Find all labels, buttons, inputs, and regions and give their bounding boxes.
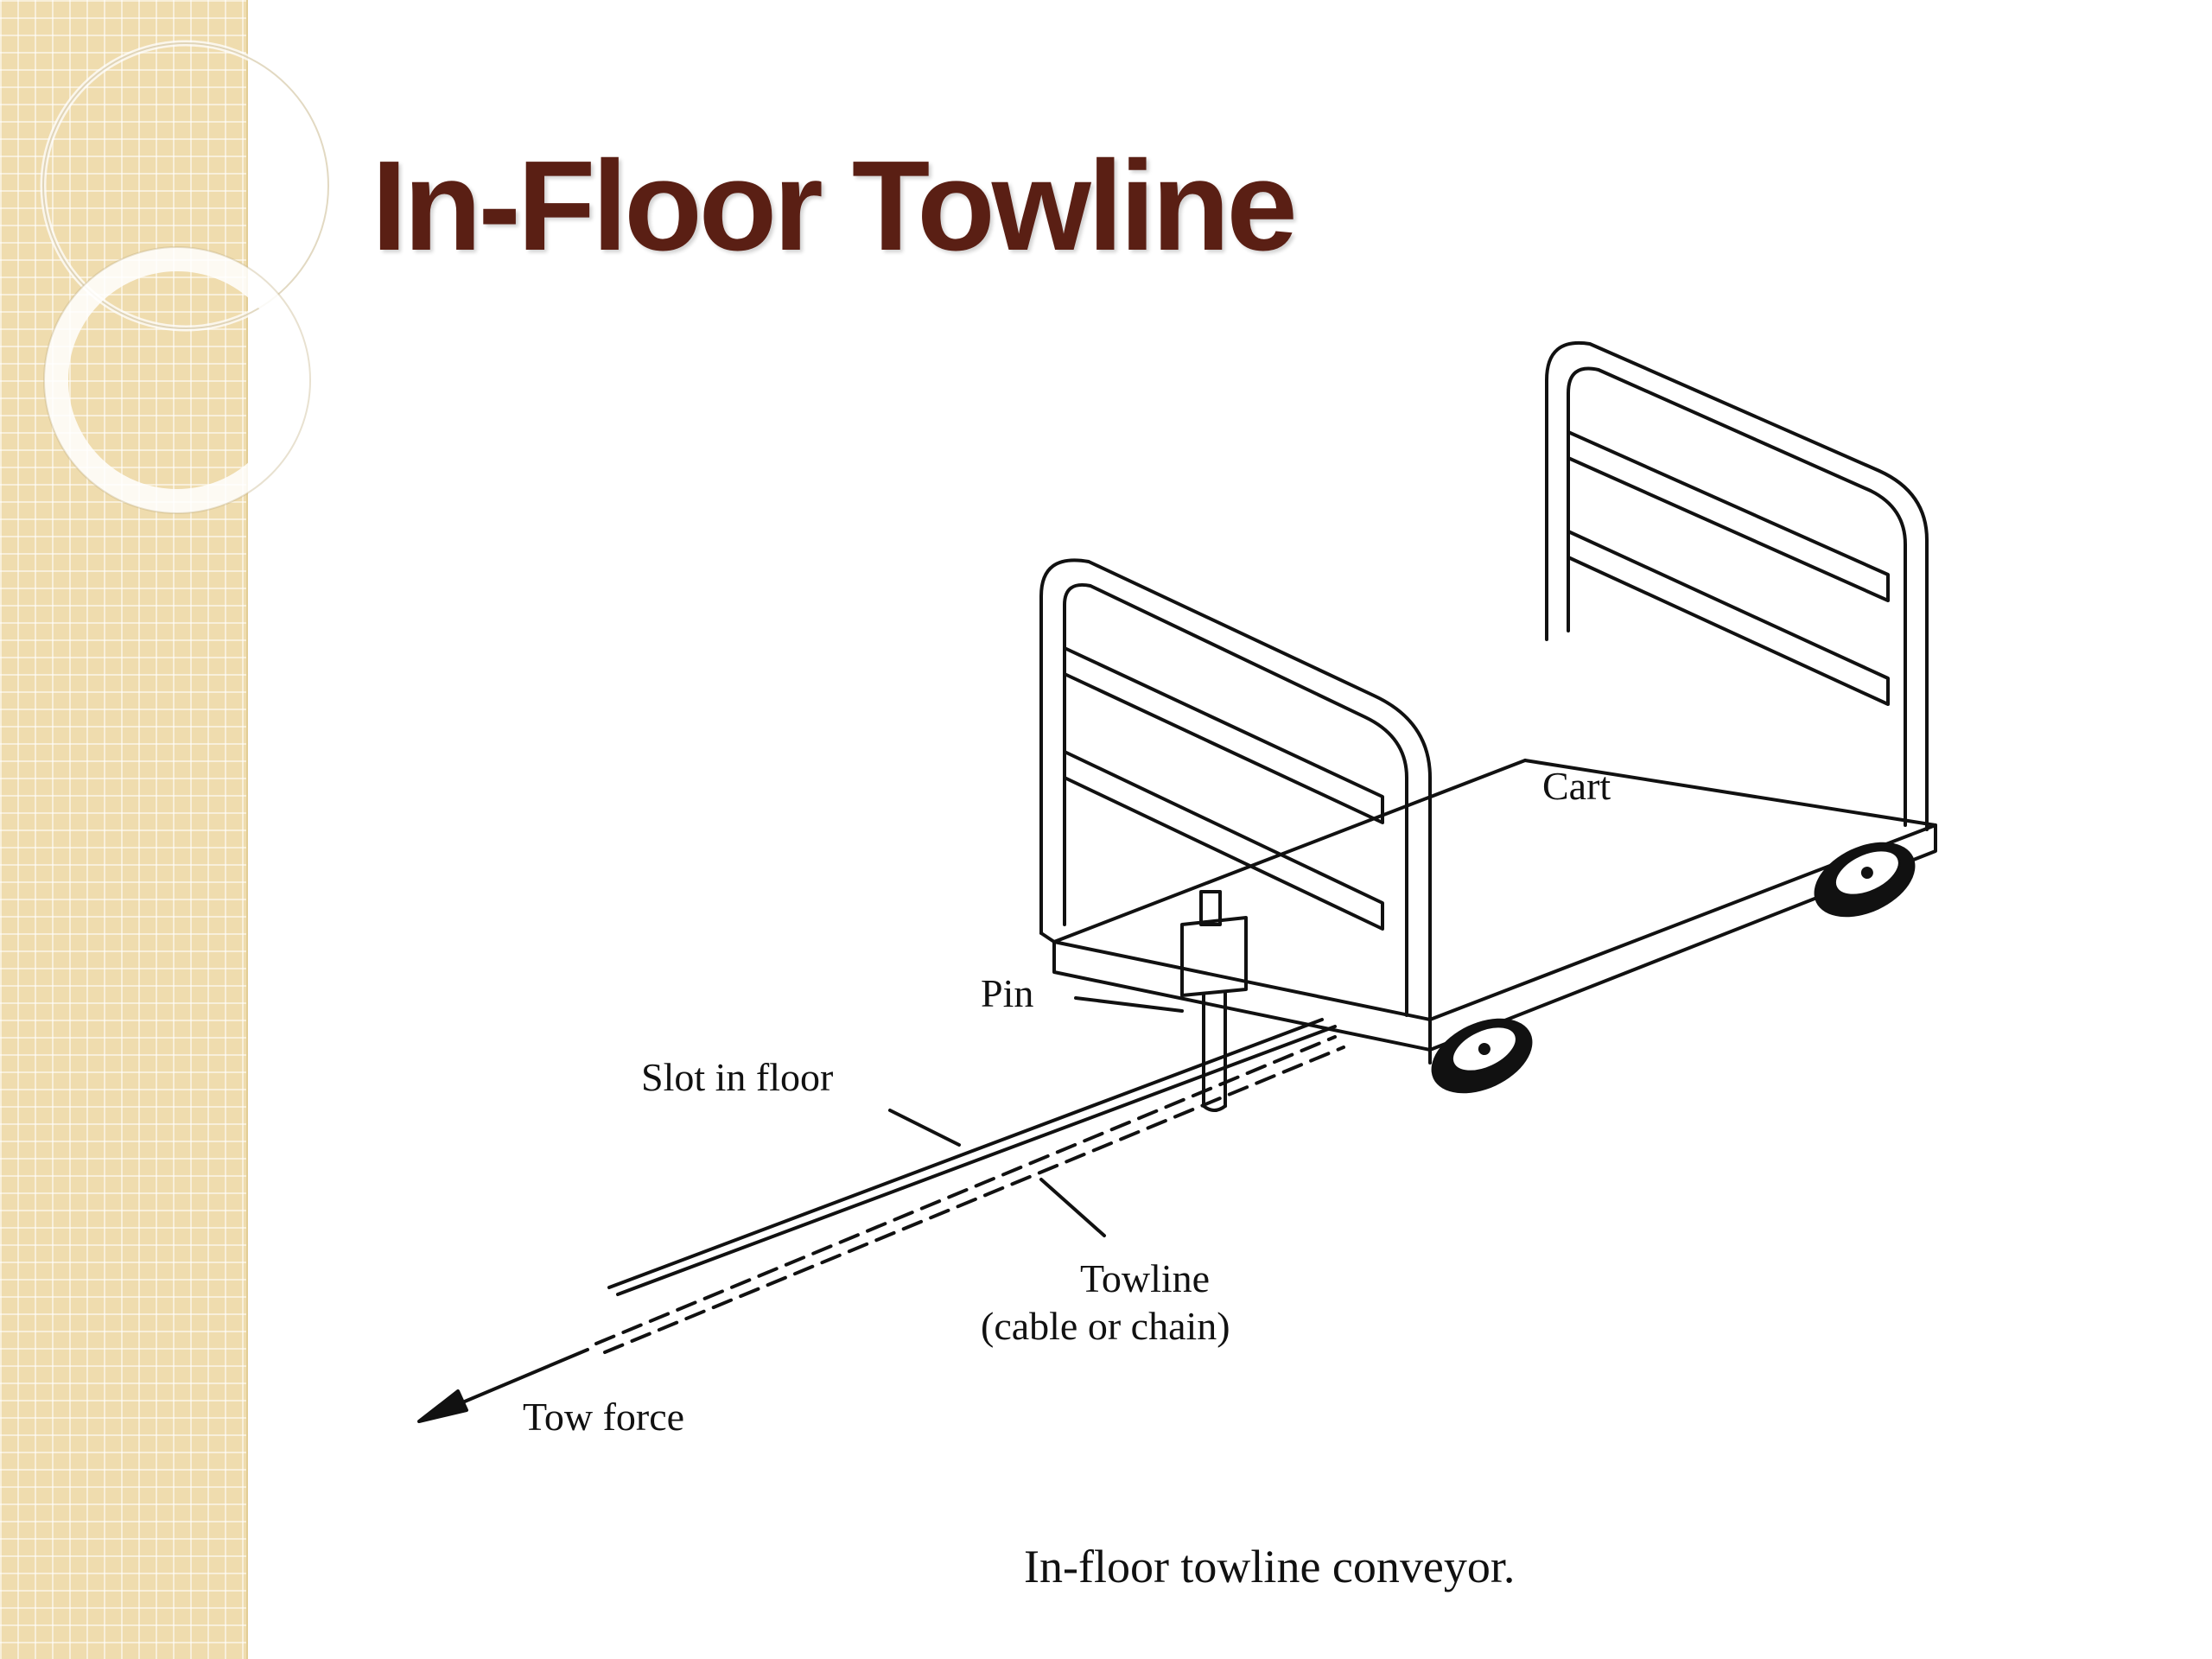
figure-caption: In-floor towline conveyor. — [1024, 1541, 1516, 1592]
tow-force-arrow — [417, 1348, 589, 1423]
cart-front-frame — [1039, 558, 1432, 1021]
cart-rear-frame — [1545, 340, 1929, 831]
label-towline: Towline — [1080, 1256, 1210, 1300]
label-cart: Cart — [1542, 764, 1611, 808]
cart-wheels — [1431, 842, 1916, 1094]
cart-deck — [1052, 759, 1937, 1065]
slide-title: In-Floor Towline — [372, 135, 1298, 277]
label-pin: Pin — [981, 971, 1033, 1015]
label-slot-in-floor: Slot in floor — [641, 1055, 833, 1099]
label-tow-force: Tow force — [523, 1395, 684, 1439]
floor-slot — [607, 1018, 1337, 1296]
pin-leader — [1074, 996, 1184, 1013]
slot-leader — [888, 1109, 961, 1147]
towline-cable — [594, 1035, 1345, 1354]
label-towline-detail: (cable or chain) — [981, 1304, 1230, 1348]
towline-leader — [1039, 1178, 1106, 1237]
pin-assembly — [1180, 890, 1248, 1112]
